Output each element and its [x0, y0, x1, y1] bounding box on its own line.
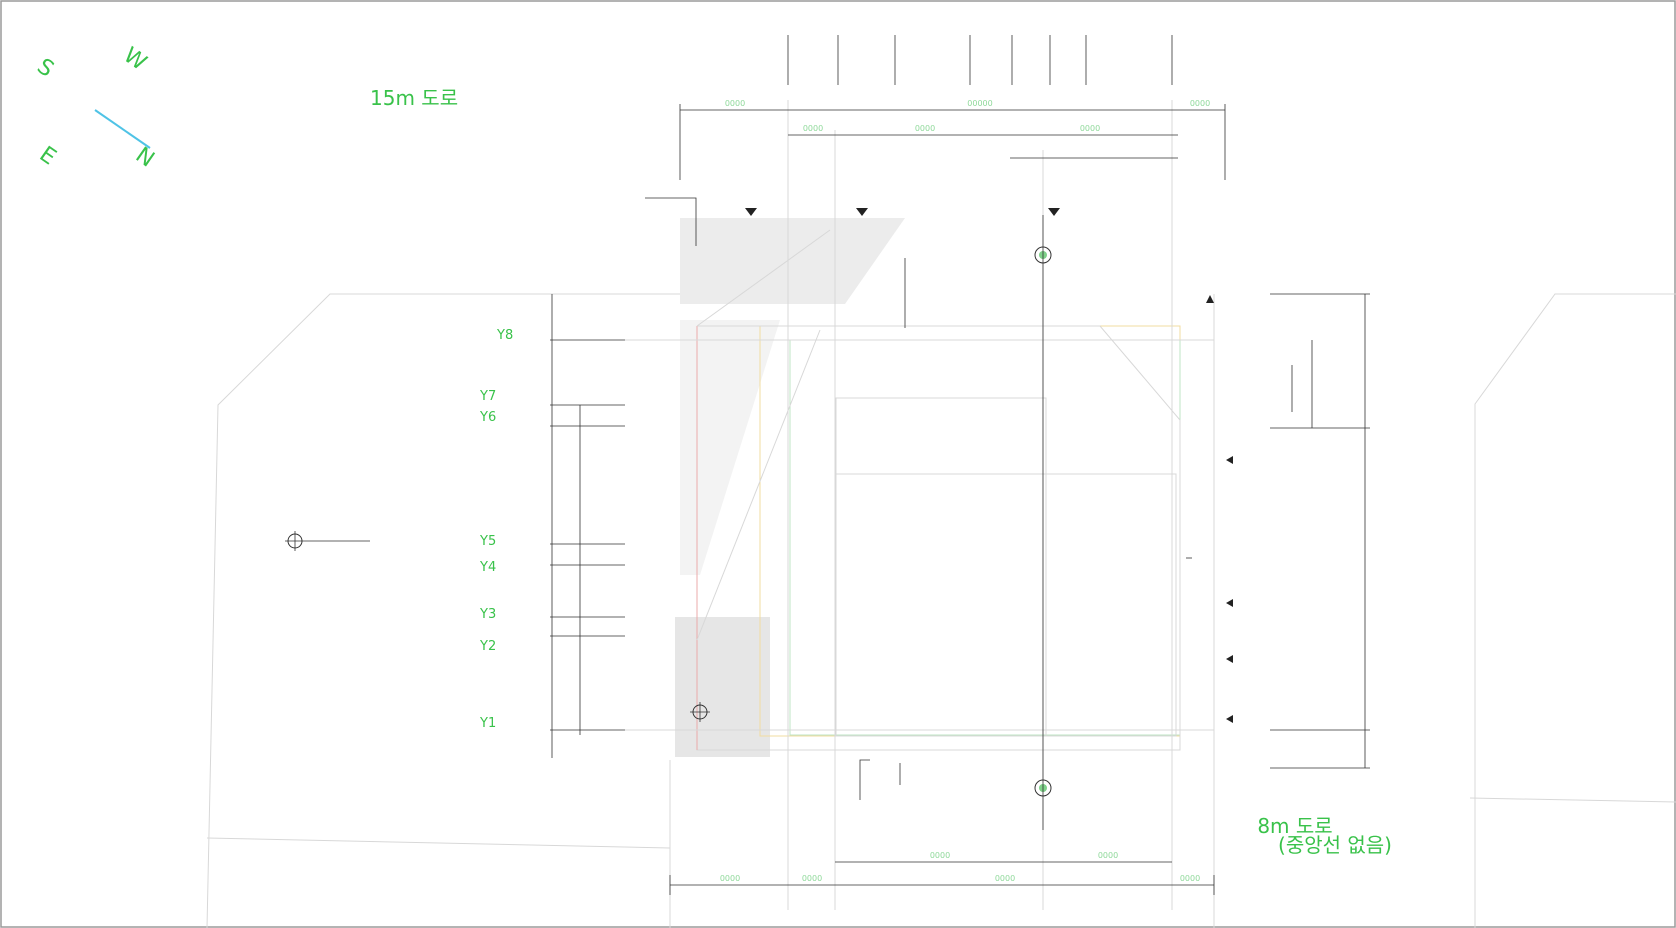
grid-label-y5: Y5	[479, 534, 496, 549]
hatched-areas	[675, 218, 905, 757]
section-marks	[1034, 215, 1052, 830]
grid-label-y3: Y3	[479, 607, 496, 622]
grid-label-y2: Y2	[479, 639, 496, 654]
svg-text:00000: 00000	[967, 99, 992, 108]
svg-text:0000: 0000	[1180, 874, 1200, 883]
svg-text:0000: 0000	[930, 851, 950, 860]
compass-needle	[94, 109, 151, 149]
entrance-markers	[745, 208, 1233, 723]
grid-label-y1: Y1	[479, 716, 496, 731]
road-north-label: 15m 도로	[370, 86, 458, 110]
grid-labels-y: Y8 Y7 Y6 Y5 Y4 Y3 Y2 Y1	[479, 328, 513, 731]
svg-text:0000: 0000	[720, 874, 740, 883]
road-east-label-line1: 8m 도로	[1257, 814, 1332, 838]
svg-text:0000: 0000	[1190, 99, 1210, 108]
svg-text:0000: 0000	[1098, 851, 1118, 860]
svg-text:0000: 0000	[915, 124, 935, 133]
grid-label-y7: Y7	[479, 389, 496, 404]
grid-lines-y	[550, 294, 1214, 758]
road-east-label-line2: (중앙선 없음)	[1278, 833, 1392, 857]
grid-label-y8: Y8	[496, 328, 513, 343]
site-boundaries	[206, 293, 1676, 928]
svg-text:0000: 0000	[995, 874, 1015, 883]
leader-lines	[645, 197, 1192, 800]
top-dimensions: 0000 00000 0000 0000 0000 0000	[679, 99, 1226, 180]
svg-text:0000: 0000	[1080, 124, 1100, 133]
bottom-dimensions: 0000 0000 0000 0000 0000 0000	[669, 851, 1215, 895]
grid-label-y4: Y4	[479, 560, 496, 575]
level-markers	[285, 531, 710, 722]
svg-text:0000: 0000	[802, 874, 822, 883]
building-outline	[696, 229, 1181, 751]
grid-label-y6: Y6	[479, 410, 496, 425]
svg-text:0000: 0000	[725, 99, 745, 108]
svg-text:0000: 0000	[803, 124, 823, 133]
right-dimensions	[1270, 293, 1370, 769]
